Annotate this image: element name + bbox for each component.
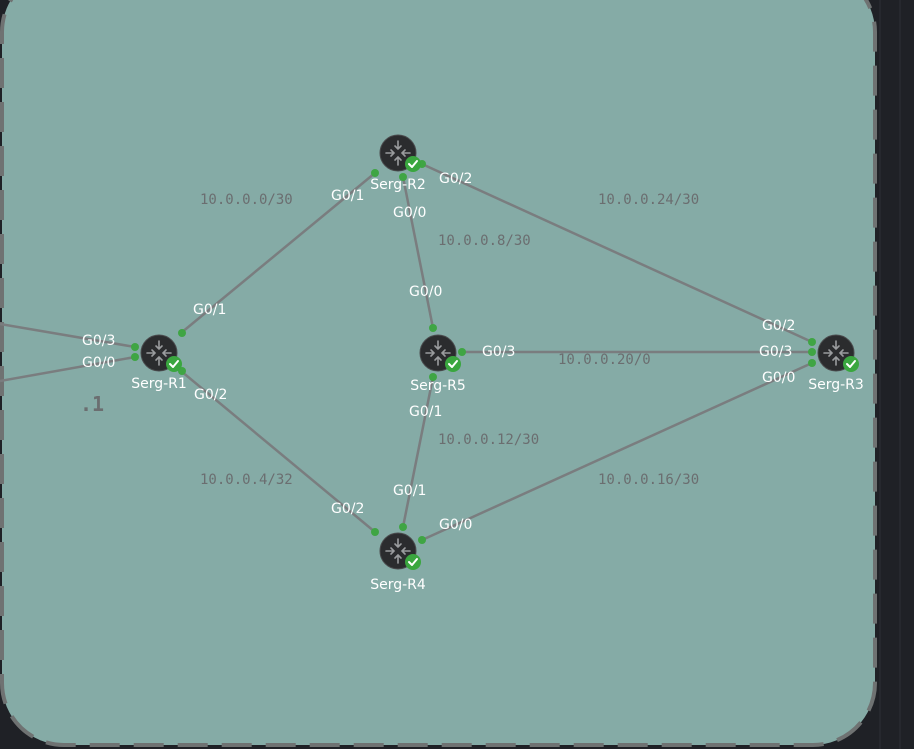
- interface-label: G0/2: [439, 171, 472, 187]
- subnet-label-r4-r3: 10.0.0.16/30: [598, 472, 699, 488]
- status-check-icon: [405, 554, 421, 570]
- router-label-serg-r4: Serg-R4: [370, 577, 426, 593]
- subnet-label-r5-r4: 10.0.0.12/30: [438, 432, 539, 448]
- router-node-serg-r2[interactable]: [379, 134, 421, 172]
- router-node-serg-r4[interactable]: [379, 532, 421, 570]
- status-check-icon: [445, 356, 461, 372]
- subnet-label-r2-r5: 10.0.0.8/30: [438, 233, 531, 249]
- link-r4-r3[interactable]: [421, 361, 813, 542]
- port-dot[interactable]: [131, 353, 139, 361]
- port-dot[interactable]: [131, 343, 139, 351]
- interface-label: G0/3: [482, 344, 515, 360]
- link-r2-r3[interactable]: [421, 162, 813, 344]
- interface-label: G0/1: [393, 483, 426, 499]
- subnet-label-r5-r3: 10.0.0.20/0: [558, 352, 651, 368]
- canvas-grid: [879, 0, 901, 749]
- port-dots: [131, 160, 816, 544]
- link-r1-ext-b[interactable]: [0, 355, 136, 383]
- port-dot[interactable]: [808, 348, 816, 356]
- subnet-label-r1-r2: 10.0.0.0/30: [200, 192, 293, 208]
- status-check-icon: [843, 356, 859, 372]
- port-dot[interactable]: [418, 536, 426, 544]
- group-note-label: .1: [80, 392, 104, 416]
- port-dot[interactable]: [808, 338, 816, 346]
- router-node-serg-r3[interactable]: [817, 334, 859, 372]
- interface-label: G0/0: [409, 284, 442, 300]
- interface-label: G0/0: [762, 370, 795, 386]
- router-node-serg-r5[interactable]: [419, 334, 461, 372]
- interface-label: G0/1: [331, 188, 364, 204]
- port-dot[interactable]: [808, 359, 816, 367]
- port-dot[interactable]: [399, 523, 407, 531]
- interface-label: G0/2: [762, 318, 795, 334]
- interface-label: G0/3: [759, 344, 792, 360]
- port-dot[interactable]: [429, 373, 437, 381]
- subnet-label-r2-r3: 10.0.0.24/30: [598, 192, 699, 208]
- router-node-serg-r1[interactable]: [140, 334, 182, 372]
- port-dot[interactable]: [371, 528, 379, 536]
- link-r2-r5[interactable]: [401, 176, 435, 329]
- router-label-serg-r1: Serg-R1: [131, 376, 187, 392]
- group-area[interactable]: [0, 0, 877, 747]
- interface-label: G0/1: [193, 302, 226, 318]
- port-dot[interactable]: [371, 169, 379, 177]
- interface-label: G0/0: [82, 355, 115, 371]
- router-label-serg-r2: Serg-R2: [370, 177, 426, 193]
- port-dot[interactable]: [178, 329, 186, 337]
- link-r5-r4[interactable]: [401, 376, 435, 528]
- port-dot[interactable]: [399, 173, 407, 181]
- router-label-serg-r5: Serg-R5: [410, 378, 466, 394]
- interface-label: G0/1: [409, 404, 442, 420]
- status-check-icon: [405, 156, 421, 172]
- interface-label: G0/0: [393, 205, 426, 221]
- link-r1-ext-a[interactable]: [0, 322, 136, 349]
- interface-label: G0/2: [331, 501, 364, 517]
- port-dot[interactable]: [429, 324, 437, 332]
- interface-label: G0/2: [194, 387, 227, 403]
- interface-label: G0/0: [439, 517, 472, 533]
- link-r1-r2[interactable]: [180, 172, 376, 334]
- interface-label: G0/3: [82, 333, 115, 349]
- link-r1-r4[interactable]: [180, 370, 376, 533]
- subnet-label-r1-r4: 10.0.0.4/32: [200, 472, 293, 488]
- port-dot[interactable]: [458, 348, 466, 356]
- router-label-serg-r3: Serg-R3: [808, 377, 864, 393]
- status-check-icon: [166, 356, 182, 372]
